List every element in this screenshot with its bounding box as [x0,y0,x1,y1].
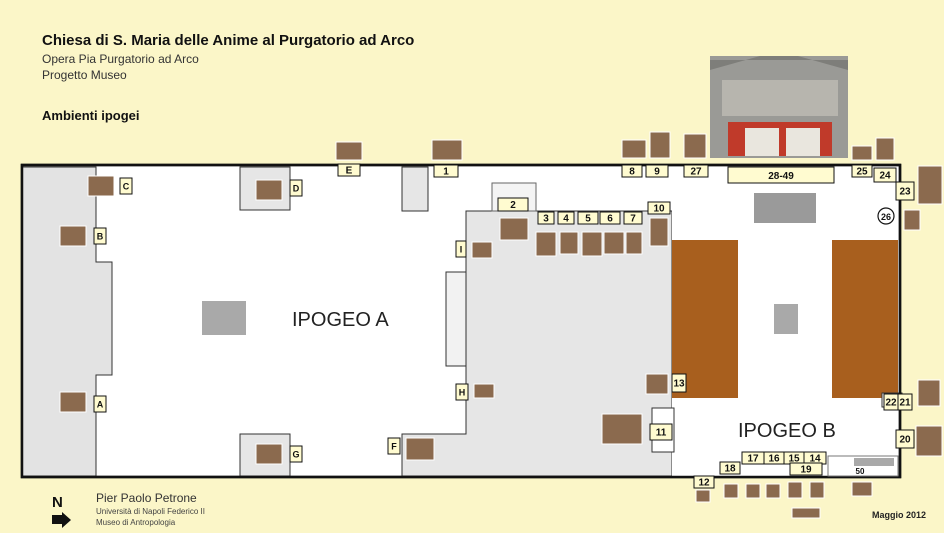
marker-22-box [883,393,899,411]
marker-E-box [337,163,361,177]
marker-D-box [289,179,303,197]
marker-25: 25 [856,167,868,178]
marker-19: 19 [800,465,812,476]
marker-6-box [599,211,621,225]
marker-12-box [693,475,715,489]
affiliation-museum: Museo di Antropologia [96,518,176,527]
marker-16: 16 [768,454,780,465]
subtitle-progetto: Progetto Museo [42,68,127,82]
wood-bench-right [832,240,898,398]
marker-6: 6 [607,214,613,225]
north-label: N [52,494,63,511]
marker-50-bar [854,458,894,466]
marker-A-box [93,395,107,413]
marker-8: 8 [629,167,635,178]
marker-21: 21 [899,398,911,409]
marker-20: 20 [899,435,911,446]
marker-3: 3 [543,214,549,225]
author: Pier Paolo Petrone [96,491,197,505]
marker-27-box [683,164,709,178]
marker-7-box [623,211,643,225]
marker-25-box [851,164,873,178]
marker-27: 27 [690,167,702,178]
marker-28-49: 28-49 [768,171,794,182]
marker-C: C [123,182,130,192]
marker-5: 5 [585,214,591,225]
ipogeo-a-label: IPOGEO A [292,309,389,331]
marker-15: 15 [788,454,800,465]
marker-13: 13 [673,379,685,390]
wall-pier [445,271,467,367]
church-facade-photo [710,56,848,158]
grate [754,193,816,223]
marker-B-box [93,227,107,245]
marker-I-box [455,240,467,258]
marker-22: 22 [885,398,897,409]
subtitle-opera-pia: Opera Pia Purgatorio ad Arco [42,52,199,66]
marker-18: 18 [724,464,736,475]
marker-24: 24 [879,171,891,182]
page-title: Chiesa di S. Maria delle Anime al Purgat… [42,32,415,49]
marker-3-box [537,211,555,225]
marker-17-box [741,451,765,465]
marker-D: D [293,184,300,194]
marker-19-box [789,462,823,476]
marker-17: 17 [747,454,759,465]
marker-10: 10 [653,204,665,215]
marker-B: B [97,232,104,242]
marker-26: 26 [881,212,891,222]
marker-9: 9 [654,167,660,178]
marker-H: H [459,388,466,398]
marker-2-box [497,197,529,212]
marker-13-box [671,373,687,393]
north-arrow-icon [52,512,71,528]
marker-F: F [391,442,397,452]
marker-23: 23 [899,187,911,198]
marker-8-box [621,164,643,178]
marker-10-box [647,201,671,215]
ipogeo-b-label: IPOGEO B [738,420,836,442]
marker-7: 7 [630,214,636,225]
date: Maggio 2012 [872,510,927,520]
section-title: Ambienti ipogei [42,108,140,123]
marker-23-box [895,181,915,201]
wood-bench-left [672,240,738,398]
marker-5-box [577,211,599,225]
niche-top [401,166,429,212]
marker-18-box [719,461,741,475]
marker-4: 4 [563,214,569,225]
marker-28-49-box [727,166,835,184]
marker-G: G [292,450,299,460]
marker-26-circle [877,207,895,225]
marker-12: 12 [698,478,710,489]
marker-11: 11 [656,428,667,439]
marker-20-box [895,429,915,449]
marker-50: 50 [856,467,865,476]
marker-14: 14 [809,454,821,465]
marker-11-box [649,423,673,441]
marker-24-box [873,167,897,183]
marker-9-box [645,164,669,178]
affiliation-university: Università di Napoli Federico II [96,507,205,516]
marker-4-box [557,211,575,225]
marker-C-box [119,177,133,195]
marker-I: I [460,245,463,255]
marker-1: 1 [443,167,449,178]
marker-F-box [387,437,401,455]
marker-2: 2 [510,200,516,211]
marker-1-box [433,164,459,178]
altar-b [774,304,798,334]
marker-A: A [97,400,104,410]
marker-E: E [346,166,353,177]
exhibit-photos [59,131,943,519]
marker-G-box [289,445,303,463]
marker-H-box [455,383,469,401]
altar-a [202,301,246,335]
